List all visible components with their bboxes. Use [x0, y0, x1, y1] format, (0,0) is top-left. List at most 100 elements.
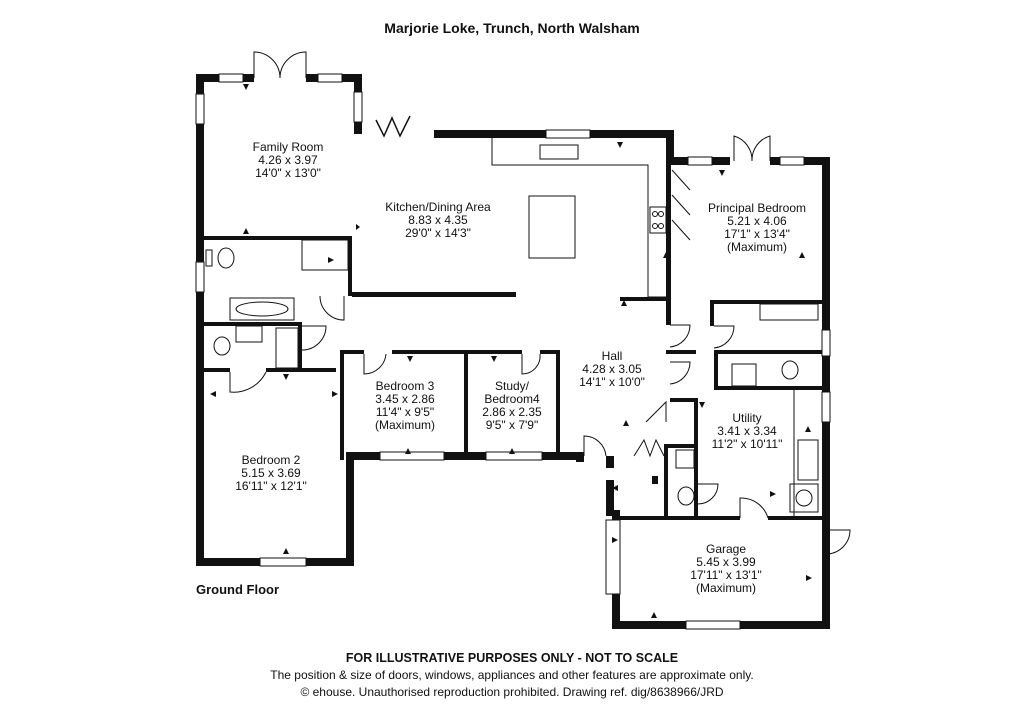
- kitchen-island: [528, 195, 576, 259]
- wall: [620, 516, 740, 520]
- wall: [348, 236, 352, 296]
- door: [253, 51, 281, 79]
- wall: [714, 350, 822, 354]
- wall: [666, 130, 674, 165]
- wall: [346, 452, 354, 566]
- disclaimer-main: FOR ILLUSTRATIVE PURPOSES ONLY - NOT TO …: [345, 651, 679, 665]
- basin: [235, 325, 263, 343]
- window: [379, 451, 445, 461]
- wall: [710, 300, 822, 304]
- disclaimer: FOR ILLUSTRATIVE PURPOSES ONLY - NOT TO …: [0, 650, 1024, 701]
- wall: [606, 480, 614, 516]
- wall: [196, 74, 204, 566]
- door: [825, 529, 851, 555]
- window: [259, 557, 307, 567]
- hob: [649, 206, 667, 234]
- door: [669, 361, 691, 385]
- copyright-line: © ehouse. Unauthorised reproduction proh…: [300, 685, 724, 699]
- toilet: [217, 247, 235, 269]
- wall: [576, 452, 584, 462]
- wall: [340, 350, 364, 354]
- door: [633, 438, 665, 458]
- wall: [768, 516, 822, 520]
- kitchen-sink: [539, 144, 579, 160]
- window: [685, 620, 741, 630]
- door: [521, 353, 541, 375]
- window: [218, 73, 244, 83]
- door: [671, 169, 691, 241]
- wall: [392, 350, 522, 354]
- window: [605, 519, 621, 595]
- wall: [714, 350, 718, 390]
- wall: [694, 398, 698, 518]
- door: [363, 353, 387, 375]
- shower: [301, 239, 349, 271]
- door: [279, 51, 307, 79]
- wall: [666, 350, 696, 354]
- shower: [731, 363, 757, 387]
- wall: [664, 444, 694, 448]
- wall: [670, 398, 698, 402]
- door: [583, 435, 607, 457]
- wall: [204, 236, 352, 240]
- kitchen-worktop: [491, 138, 670, 298]
- door: [697, 483, 719, 505]
- disclaimer-line: The position & size of doors, windows, a…: [270, 668, 754, 682]
- wall: [620, 297, 670, 301]
- window: [195, 93, 205, 125]
- toilet: [781, 360, 799, 380]
- door: [739, 497, 769, 519]
- window: [779, 156, 805, 166]
- wall: [204, 368, 230, 372]
- wall: [606, 456, 614, 468]
- window: [195, 261, 205, 293]
- door: [301, 325, 327, 351]
- wall: [664, 444, 668, 520]
- door: [229, 371, 267, 393]
- door: [751, 135, 771, 162]
- radiator-markers: [210, 84, 812, 618]
- floor-label: Ground Floor: [196, 582, 280, 597]
- door: [645, 400, 667, 423]
- window: [821, 329, 831, 357]
- window: [821, 391, 831, 423]
- wall: [666, 165, 671, 325]
- basin: [675, 449, 695, 469]
- shower: [275, 327, 299, 369]
- wall: [556, 350, 560, 460]
- utility-sink: [797, 439, 819, 481]
- basin: [759, 303, 819, 321]
- wall: [652, 476, 658, 484]
- toilet: [205, 249, 213, 267]
- window: [353, 91, 363, 123]
- toilet: [213, 336, 231, 356]
- window: [687, 156, 713, 166]
- wall: [540, 350, 560, 354]
- washing-machine: [789, 483, 819, 513]
- wall: [298, 322, 302, 370]
- bath: [229, 297, 295, 321]
- window: [317, 73, 343, 83]
- door: [713, 325, 735, 349]
- door: [669, 324, 691, 348]
- wall: [204, 322, 302, 326]
- bifold-door: [375, 115, 411, 138]
- wall: [352, 292, 516, 297]
- wall: [710, 300, 714, 326]
- door: [319, 295, 345, 321]
- window: [545, 129, 591, 139]
- wall: [266, 368, 336, 372]
- wall: [718, 386, 822, 390]
- wall: [340, 350, 344, 460]
- door: [733, 135, 753, 162]
